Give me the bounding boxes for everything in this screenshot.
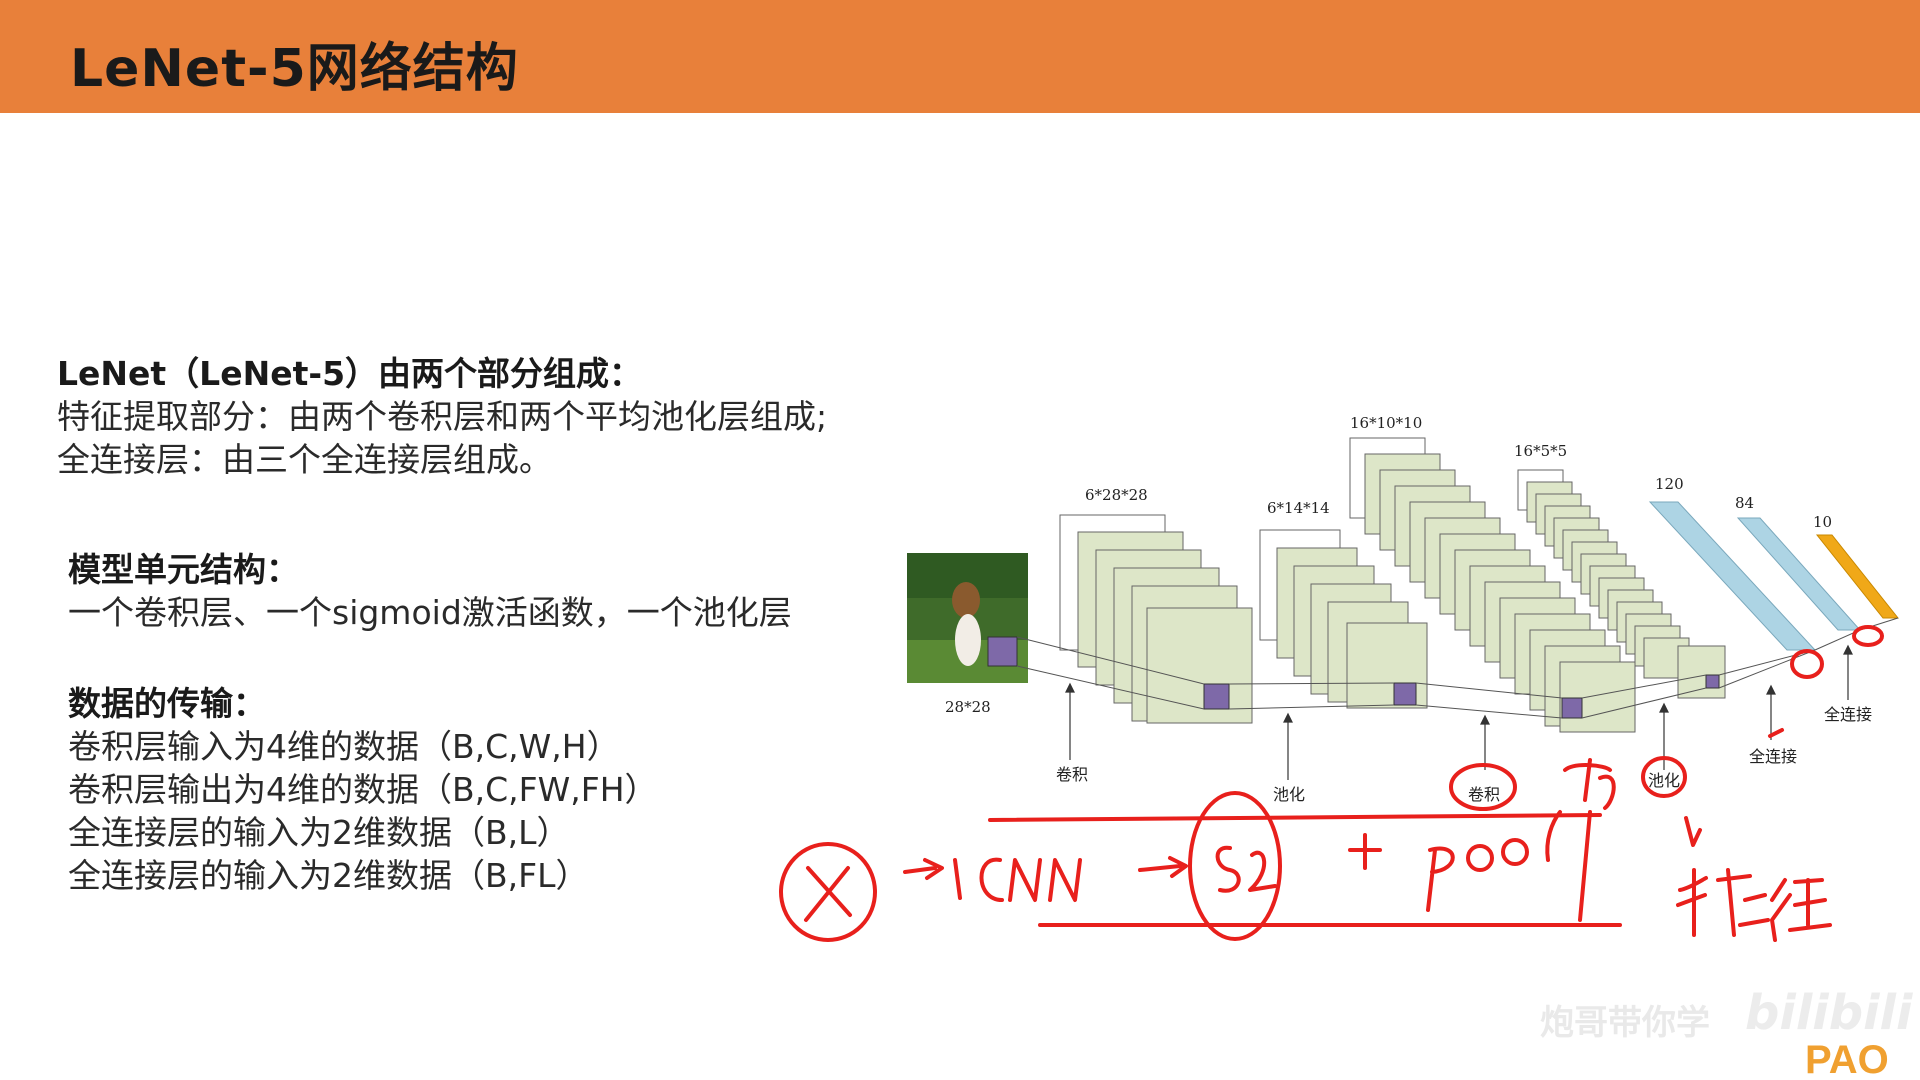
s2-2 [1248,850,1277,892]
arrow-to-cnn [903,858,944,880]
pao-logo-text: PAO [1805,1038,1889,1080]
s2-s [1215,845,1241,893]
cnn-bar [953,858,962,900]
plus-sign [1348,833,1382,870]
arrow-down [1684,816,1702,847]
op-label-conv1: 卷积 [1056,765,1088,784]
transfer-line-4: 全连接层的输入为2维数据（B,FL） [68,856,589,895]
pool-l [1545,810,1562,862]
f6-size-label: 84 [1735,494,1754,512]
section-composition: LeNet（LeNet-5）由两个部分组成： 特征提取部分：由两个卷积层和两个平… [57,352,827,481]
composition-line-1: 特征提取部分：由两个卷积层和两个平均池化层组成; [57,397,828,436]
c1-feature-maps [1059,514,1253,724]
composition-line-2: 全连接层：由三个全连接层组成。 [57,440,552,479]
slide-title: LeNet-5网络结构 [70,39,519,99]
composition-heading: LeNet（LeNet-5）由两个部分组成： [57,354,643,393]
s2-feature-maps [1259,529,1428,709]
cnn-n2 [1048,858,1082,902]
f5-size-label: 120 [1655,475,1684,493]
transfer-line-3: 全连接层的输入为2维数据（B,L） [68,813,570,852]
f6-circle [1852,625,1884,647]
unit-heading: 模型单元结构： [68,550,299,589]
transfer-line-2: 卷积层输出为4维的数据（B,C,FW,FH） [68,770,658,809]
input-size-label: 28*28 [945,698,991,716]
pool-o1 [1466,844,1494,872]
section-data-transfer: 数据的传输： 卷积层输入为4维的数据（B,C,W,H） 卷积层输出为4维的数据（… [68,682,658,897]
pao-logo: PAO [1805,1038,1889,1080]
s2-size-label: 6*14*14 [1267,499,1330,517]
s4-size-label: 16*5*5 [1514,442,1567,460]
tick-mark [1768,728,1784,738]
pool2-circle [1641,756,1687,798]
op-label-pool1: 池化 [1273,785,1305,804]
op-arrows [1065,644,1853,780]
x-mark [804,866,852,922]
watermark-text: 炮哥带你学 [1540,1003,1710,1043]
transfer-heading: 数据的传输： [68,684,266,723]
feature-char-1a [1676,868,1708,937]
watermark-brand: bilibili [1745,985,1913,1041]
feature-char-2a [1770,878,1792,942]
unit-line-1: 一个卷积层、一个sigmoid激活函数，一个池化层 [68,593,792,632]
x-circle [779,842,877,942]
top-line [988,813,1602,822]
right-bracket [1578,810,1592,922]
pool-p [1426,846,1455,912]
transfer-line-1: 卷积层输入为4维的数据（B,C,W,H） [68,727,620,766]
arrow-to-s2 [1138,856,1188,878]
pool-o2 [1501,838,1529,866]
conv2-circle [1449,763,1517,811]
cnn-c [979,857,1004,902]
c3-size-label: 16*10*10 [1350,414,1422,432]
input-image [907,553,1028,683]
handwritten-annotations [779,625,1884,942]
out-size-label: 10 [1813,513,1832,531]
feature-char-1b [1716,868,1770,937]
s2-circle [1188,791,1282,941]
cnn-n1 [1008,858,1042,902]
op-label-conv2: 卷积 [1468,785,1500,804]
c3-feature-maps [1349,437,1636,733]
section-unit-structure: 模型单元结构： 一个卷积层、一个sigmoid激活函数，一个池化层 [68,548,792,634]
op-label-pool2: 池化 [1648,771,1680,790]
feature-char-2b [1788,878,1832,932]
c1-size-label: 6*28*28 [1085,486,1148,504]
s4-feature-maps [1517,469,1726,699]
scribble [1563,758,1616,810]
op-label-fc1: 全连接 [1749,747,1797,766]
title-bar: LeNet-5网络结构 [0,0,1920,113]
f5-circle [1790,649,1824,679]
op-label-fc2: 全连接 [1824,705,1872,724]
